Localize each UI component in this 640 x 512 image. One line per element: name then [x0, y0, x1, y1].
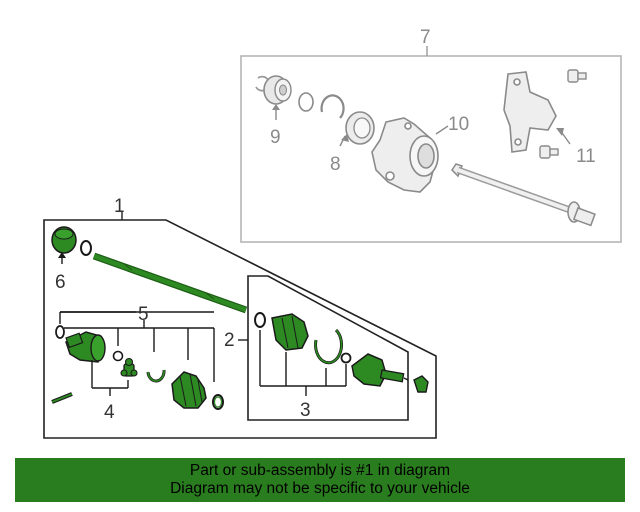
group-7-panel: 7 9 8 10	[240, 27, 622, 243]
part-6-seal	[51, 226, 77, 254]
bolt-lower	[539, 145, 559, 159]
banner-line-1: Part or sub-assembly is #1 in diagram	[189, 462, 451, 479]
callout-7: 7	[420, 27, 431, 48]
intermediate-shaft	[451, 163, 596, 227]
part-9-seal	[263, 75, 292, 105]
callout-11: 11	[576, 146, 596, 167]
part-8-bearing	[345, 111, 375, 145]
callout-5: 5	[138, 304, 149, 325]
o-ring-6	[80, 240, 92, 256]
part-10-knuckle	[371, 117, 439, 193]
axle-shaft-highlight	[92, 252, 248, 314]
inboard-joint-parts: 5 4	[51, 304, 224, 423]
callout-3: 3	[300, 400, 311, 421]
group-1-panel: 1	[43, 196, 437, 439]
callout-8: 8	[330, 154, 341, 175]
callout-6: 6	[55, 272, 66, 293]
callout-9: 9	[270, 127, 281, 148]
banner-line-2: Diagram may not be specific to your vehi…	[170, 480, 470, 497]
callout-4: 4	[104, 402, 115, 423]
washer	[298, 92, 314, 112]
part-11-bracket	[503, 71, 557, 153]
group-2-panel: 2	[224, 275, 409, 421]
bolt-upper	[567, 69, 587, 83]
circlip	[320, 94, 345, 119]
outboard-joint-parts: 3	[254, 312, 429, 421]
info-banner: Part or sub-assembly is #1 in diagram Di…	[15, 458, 625, 502]
callout-1: 1	[114, 196, 125, 217]
callout-10: 10	[448, 114, 469, 135]
callout-2: 2	[224, 330, 235, 351]
